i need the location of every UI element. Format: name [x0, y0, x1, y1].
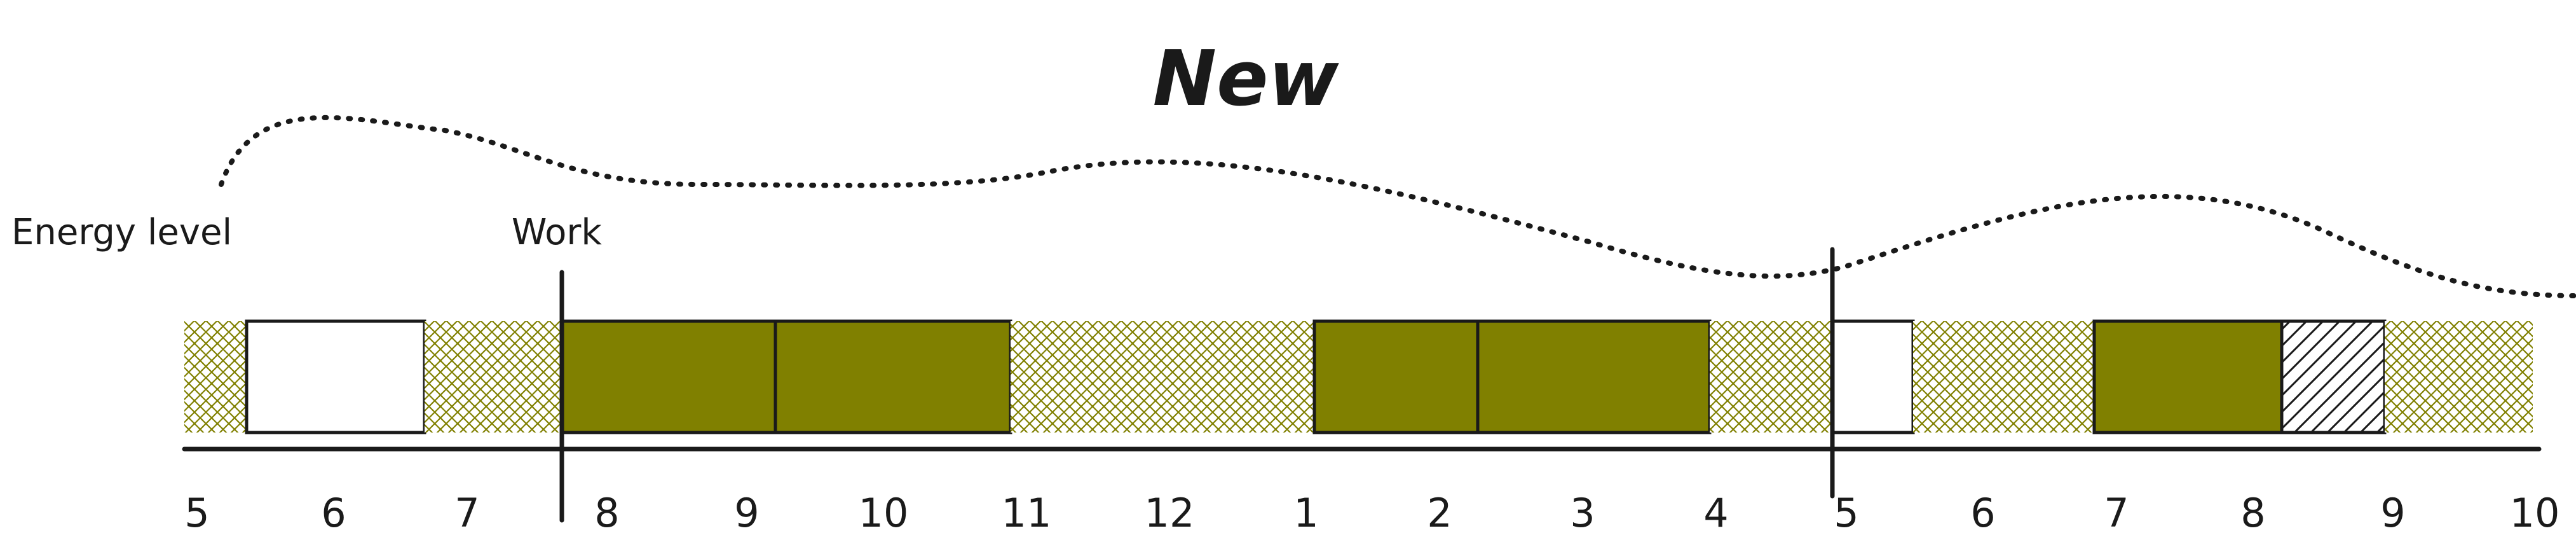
schedule-block-diagonal — [2280, 319, 2387, 434]
hour-label: 7 — [2104, 490, 2129, 536]
hour-label: 7 — [454, 490, 479, 536]
energy-level-curve — [219, 114, 2576, 298]
schedule-block-solid — [2092, 319, 2284, 434]
hour-label: 9 — [2380, 490, 2405, 536]
diagram-title: New — [1153, 35, 1340, 123]
schedule-block-crosshatch — [184, 321, 247, 433]
hour-label: 10 — [859, 490, 909, 536]
schedule-block-solid — [1476, 319, 1712, 434]
hour-label: 6 — [321, 490, 346, 536]
schedule-block-crosshatch — [1710, 321, 1832, 433]
hour-label: 6 — [1970, 490, 1995, 536]
hour-label: 9 — [734, 490, 759, 536]
hour-label: 10 — [2510, 490, 2560, 536]
hour-label: 5 — [184, 490, 209, 536]
work-label: Work — [512, 212, 602, 253]
hour-label: 8 — [594, 490, 619, 536]
schedule-block-solid — [1312, 319, 1480, 434]
schedule-block-crosshatch — [1011, 321, 1125, 433]
schedule-block-crosshatch — [425, 321, 562, 433]
schedule-block-solid — [560, 319, 777, 434]
schedule-block-white — [1830, 319, 1915, 434]
schedule-block-white — [245, 319, 426, 434]
schedule-block-crosshatch — [1125, 321, 1314, 433]
hour-label: 5 — [1834, 490, 1858, 536]
hour-label: 2 — [1427, 490, 1452, 536]
hour-label: 3 — [1570, 490, 1595, 536]
schedule-blocks — [184, 319, 2533, 434]
hour-label: 4 — [1703, 490, 1728, 536]
hour-label: 8 — [2240, 490, 2265, 536]
schedule-block-solid — [773, 319, 1012, 434]
schedule-block-crosshatch — [1913, 321, 2094, 433]
hour-label: 1 — [1293, 490, 1318, 536]
hour-label: 12 — [1145, 490, 1195, 536]
energy-level-label: Energy level — [11, 212, 232, 253]
hour-label: 11 — [1002, 490, 1052, 536]
schedule-block-crosshatch — [2385, 321, 2533, 433]
